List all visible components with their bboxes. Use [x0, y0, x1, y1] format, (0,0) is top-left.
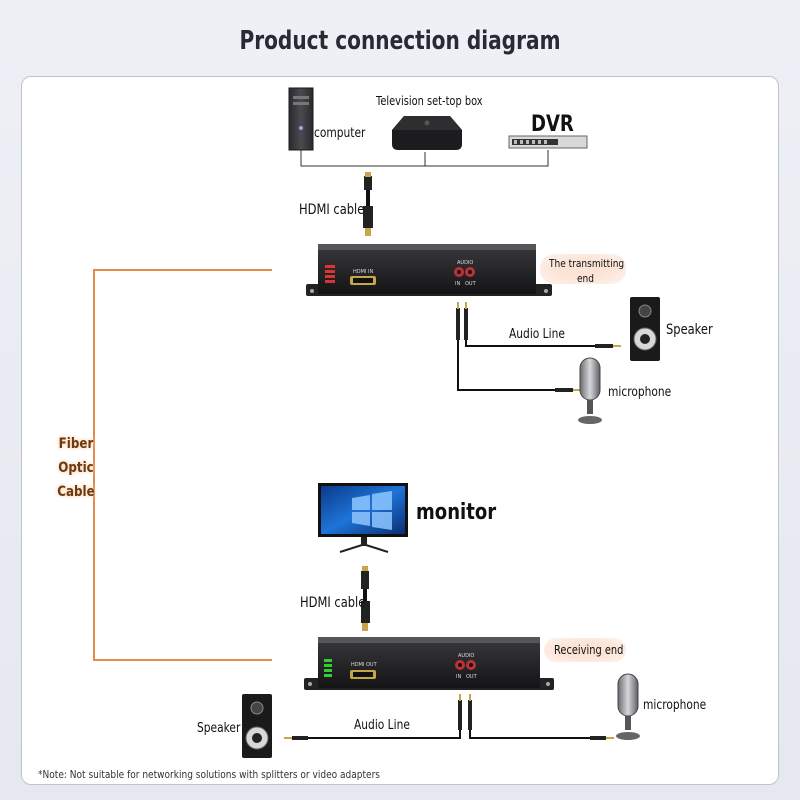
audio-label-bottom: AUDIO [458, 653, 474, 659]
hdmi-out-label: HDMI OUT [351, 662, 378, 668]
hdmi-cable-bottom [361, 566, 370, 631]
microphone-icon-bottom [616, 673, 640, 740]
hdmi-cable-label-bottom: HDMI cable [300, 595, 366, 611]
transmitting-end-highlight [540, 254, 626, 284]
hdmi-cable-top [363, 172, 373, 236]
speaker-label-bottom: Speaker [197, 721, 241, 736]
audio-line-label-bottom: Audio Line [354, 718, 410, 733]
in-label-bottom: IN [456, 674, 461, 680]
source-bus [300, 150, 549, 167]
microphone-icon-top [578, 357, 602, 424]
dvr-icon [508, 135, 588, 149]
dvr-label: DVR [531, 112, 574, 137]
microphone-label-bottom: microphone [643, 698, 707, 713]
audio-line-label-top: Audio Line [509, 327, 565, 342]
out-label-top: OUT [465, 281, 477, 287]
microphone-label-top: microphone [608, 385, 672, 400]
footnote: *Note: Not suitable for networking solut… [38, 768, 381, 781]
transmitter-box [306, 244, 552, 296]
hdmi-cable-label-top: HDMI cable [299, 202, 365, 218]
monitor-icon [318, 483, 408, 553]
speaker-icon-bottom [242, 694, 272, 758]
audio-cable-top [457, 340, 595, 391]
fiber-optic-cable-label: Fiber Optic Cable [57, 436, 95, 500]
transmitting-end-label-line2: end [577, 272, 595, 285]
in-label-top: IN [455, 281, 460, 287]
audio-cable-bottom [298, 730, 592, 739]
computer-icon [288, 87, 314, 151]
monitor-label: monitor [416, 500, 497, 525]
fiber-optic-cable [93, 269, 272, 661]
set-top-box-icon [392, 116, 462, 150]
receiver-box [304, 637, 554, 690]
transmitting-end-label-line1: The transmitting [549, 257, 625, 270]
hdmi-in-label: HDMI IN [353, 269, 373, 275]
page-title: Product connection diagram [239, 26, 561, 56]
set-top-box-label: Television set-top box [376, 94, 483, 108]
speaker-icon-top [630, 297, 660, 361]
out-label-bottom: OUT [466, 674, 478, 680]
audio-label-top: AUDIO [457, 260, 473, 266]
receiving-end-label: Receiving end [554, 643, 624, 657]
speaker-label-top: Speaker [666, 322, 713, 338]
receiving-end-highlight [544, 638, 626, 662]
computer-label: computer [314, 126, 366, 141]
